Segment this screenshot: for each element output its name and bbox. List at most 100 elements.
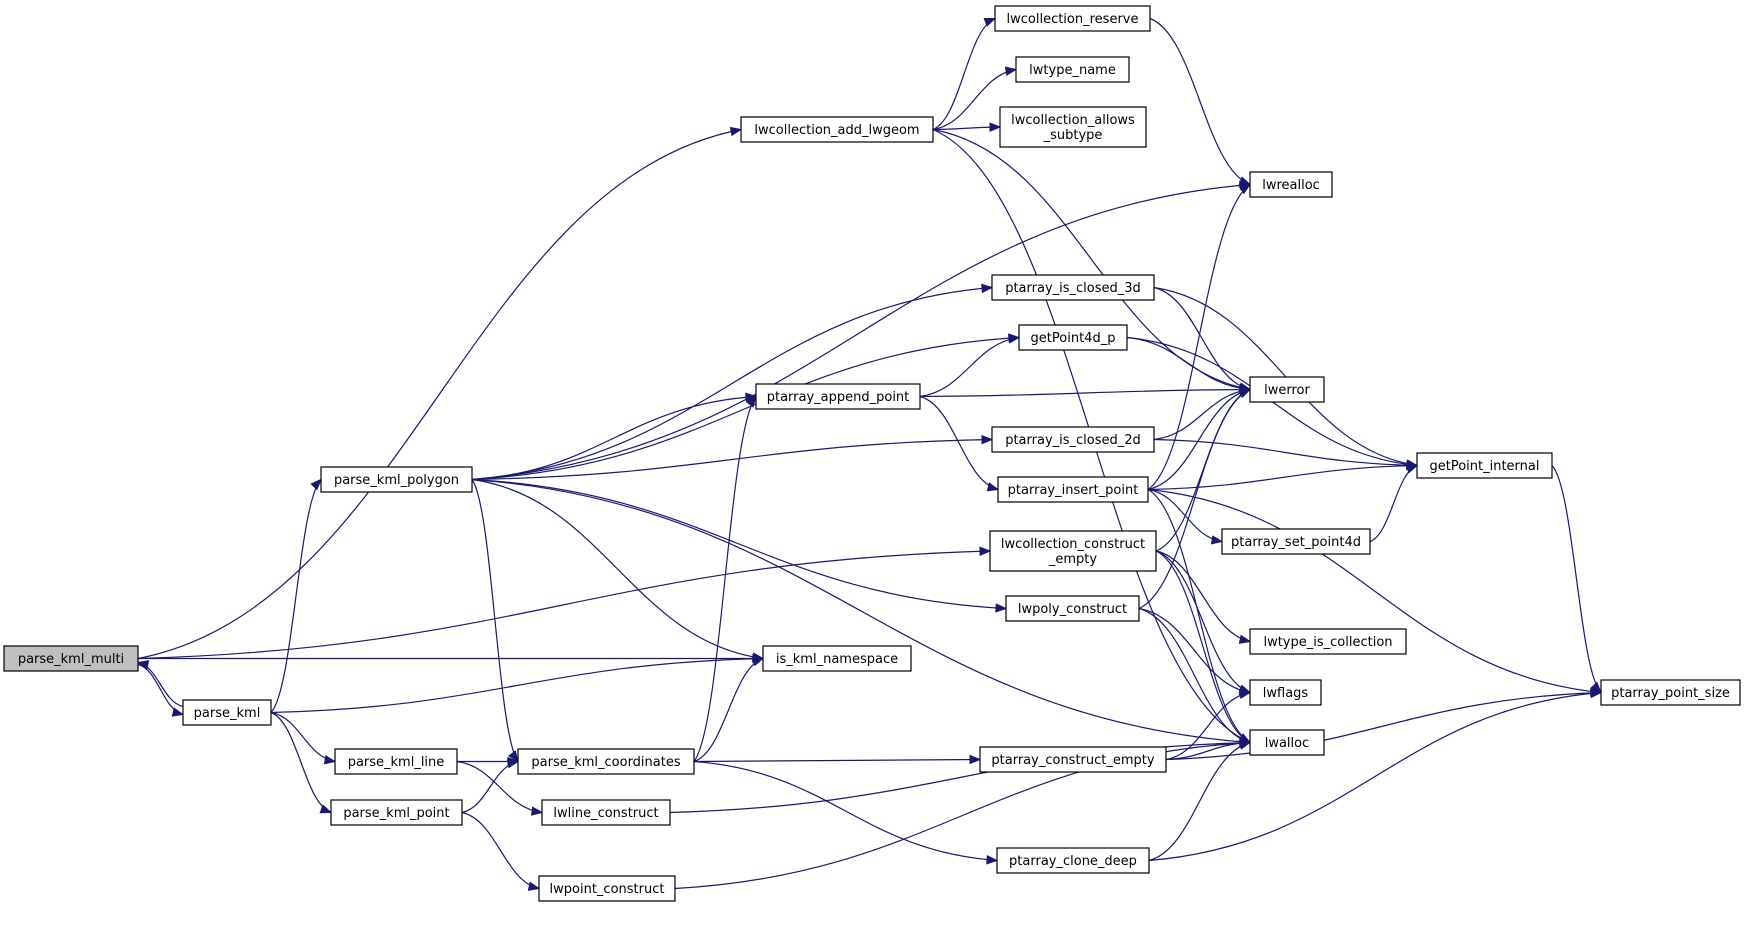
node-parse_kml_coordinates[interactable]: parse_kml_coordinates (517, 748, 695, 775)
node-box (182, 699, 272, 726)
node-parse_kml[interactable]: parse_kml (182, 699, 272, 726)
node-lwrealloc[interactable]: lwrealloc (1249, 171, 1333, 198)
node-label: ptarray_set_point4d (1231, 535, 1361, 550)
edge-line (137, 128, 742, 660)
node-box (996, 847, 1150, 874)
edge-parse_kml-to-parse_kml_polygon (270, 478, 322, 713)
edge-line (461, 760, 519, 814)
edge-ptarray_set_point4d-to-getPoint_internal (1369, 464, 1419, 543)
node-parse_kml_multi[interactable]: parse_kml_multi (3, 645, 139, 672)
edge-line (1147, 488, 1602, 694)
node-getPoint_internal[interactable]: getPoint_internal (1416, 452, 1553, 479)
node-lwtype_is_collection[interactable]: lwtype_is_collection (1249, 628, 1407, 655)
node-ptarray_is_closed_3d[interactable]: ptarray_is_closed_3d (991, 274, 1155, 301)
edge-ptarray_append_point-to-lwerror (919, 384, 1252, 398)
edge-line (471, 438, 993, 481)
edge-arrowhead (1238, 740, 1252, 750)
node-lwcollection_construct_empty[interactable]: lwcollection_construct_empty (989, 530, 1157, 572)
node-lwpoint_construct[interactable]: lwpoint_construct (538, 875, 676, 902)
edge-lwcollection_add_lwgeom-to-lwtype_name (932, 66, 1018, 131)
node-label: ptarray_append_point (767, 390, 910, 405)
edge-line (270, 479, 322, 713)
edge-line (456, 760, 543, 814)
edge-ptarray_construct_empty-to-lwflags (1165, 689, 1252, 761)
node-label: ptarray_is_closed_3d (1005, 281, 1141, 296)
edge-line (471, 478, 1251, 744)
edge-lwcollection_add_lwgeom-to-lwcollection_allows_subtype (932, 122, 1002, 132)
edge-line (1149, 17, 1251, 186)
edge-line (693, 396, 757, 762)
node-lwcollection_allows_subtype[interactable]: lwcollection_allows_subtype (999, 106, 1147, 148)
node-ptarray_point_size[interactable]: ptarray_point_size (1600, 679, 1741, 706)
node-lwflags[interactable]: lwflags (1249, 679, 1322, 706)
node-ptarray_append_point[interactable]: ptarray_append_point (755, 383, 921, 410)
edge-ptarray_clone_deep-to-lwalloc (1148, 740, 1252, 862)
edge-line (471, 395, 757, 481)
node-lwpoly_construct[interactable]: lwpoly_construct (1005, 595, 1140, 622)
node-box (991, 426, 1155, 453)
edge-line (270, 657, 764, 714)
node-parse_kml_line[interactable]: parse_kml_line (334, 748, 458, 775)
edge-arrowhead (1238, 689, 1252, 699)
edge-parse_kml_point-to-lwpoint_construct (461, 811, 541, 891)
edge-line (932, 17, 996, 131)
node-lwtype_name[interactable]: lwtype_name (1015, 56, 1130, 83)
edge-parse_kml_coordinates-to-ptarray_construct_empty (693, 754, 982, 765)
edge-parse_kml_multi-to-lwcollection_add_lwgeom (137, 126, 743, 660)
edge-lwcollection_construct_empty-to-lwtype_is_collection (1155, 550, 1252, 644)
edge-parse_kml-to-is_kml_namespace (270, 654, 765, 714)
edge-parse_kml-to-parse_kml_line (270, 711, 337, 765)
edge-ptarray_is_closed_2d-to-lwerror (1153, 386, 1252, 441)
node-box (755, 383, 921, 410)
edge-line (471, 478, 1007, 610)
edge-lwcollection_construct_empty-to-lwalloc (1155, 550, 1252, 744)
node-label: lwalloc (1265, 736, 1310, 751)
node-ptarray_clone_deep[interactable]: ptarray_clone_deep (996, 847, 1150, 874)
node-label: ptarray_is_closed_2d (1005, 433, 1141, 448)
node-label: lwcollection_allows (1011, 113, 1135, 128)
edge-arrowhead (1238, 176, 1252, 186)
edge-arrowhead (319, 804, 333, 814)
edge-arrowhead (986, 482, 1000, 492)
node-lwline_construct[interactable]: lwline_construct (541, 799, 671, 826)
node-lwerror[interactable]: lwerror (1249, 376, 1325, 403)
node-box (740, 116, 934, 143)
edge-parse_kml_multi-to-parse_kml (137, 663, 185, 717)
node-parse_kml_point[interactable]: parse_kml_point (330, 799, 463, 826)
node-label: lwpoint_construct (550, 882, 665, 897)
node-lwcollection_reserve[interactable]: lwcollection_reserve (994, 5, 1151, 32)
node-lwcollection_add_lwgeom[interactable]: lwcollection_add_lwgeom (740, 116, 934, 143)
edge-line (693, 657, 764, 763)
node-label: ptarray_insert_point (1008, 483, 1139, 498)
edge-parse_kml_line-to-lwline_construct (456, 760, 544, 816)
node-label: parse_kml (194, 706, 261, 721)
node-label: lwtype_is_collection (1263, 635, 1392, 650)
edge-arrowhead (1238, 634, 1252, 644)
node-label: ptarray_point_size (1611, 686, 1730, 701)
node-getPoint4d_p[interactable]: getPoint4d_p (1018, 324, 1128, 351)
node-ptarray_insert_point[interactable]: ptarray_insert_point (997, 476, 1149, 503)
node-ptarray_is_closed_2d[interactable]: ptarray_is_closed_2d (991, 426, 1155, 453)
edge-line (471, 286, 993, 481)
edge-parse_kml_coordinates-to-ptarray_append_point (693, 395, 757, 762)
node-box (1600, 679, 1741, 706)
node-box (3, 645, 139, 672)
node-ptarray_construct_empty[interactable]: ptarray_construct_empty (979, 746, 1167, 773)
node-label: getPoint4d_p (1031, 331, 1116, 346)
edge-arrowhead (1004, 66, 1018, 76)
node-label: parse_kml_multi (18, 652, 124, 667)
node-parse_kml_polygon[interactable]: parse_kml_polygon (320, 466, 473, 493)
node-is_kml_namespace[interactable]: is_kml_namespace (762, 645, 912, 672)
node-box (997, 476, 1149, 503)
node-box (979, 746, 1167, 773)
node-lwalloc[interactable]: lwalloc (1249, 729, 1325, 756)
edge-arrowhead (530, 806, 544, 816)
edge-line (1155, 550, 1251, 643)
edge-arrowhead (1238, 388, 1252, 399)
node-box (989, 530, 1157, 572)
node-label: lwflags (1263, 686, 1309, 701)
node-ptarray_set_point4d[interactable]: ptarray_set_point4d (1221, 528, 1371, 555)
edge-arrowhead (507, 750, 519, 763)
edge-arrowhead (981, 283, 994, 294)
edge-line (137, 661, 184, 708)
